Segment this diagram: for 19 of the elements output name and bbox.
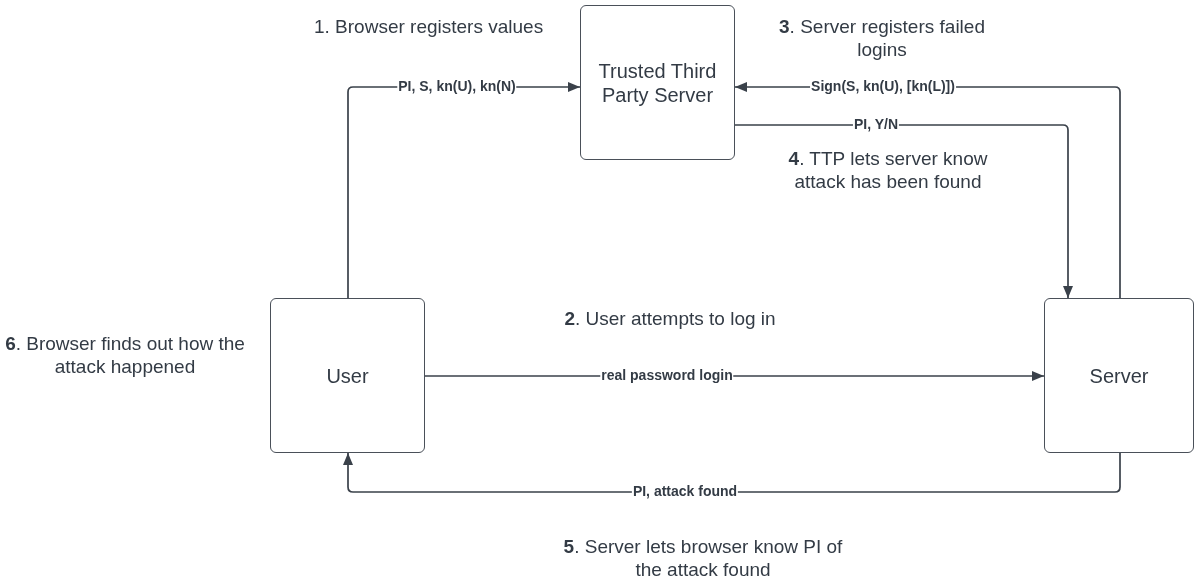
edge-label: PI, attack found	[631, 484, 739, 500]
step-note: 3. Server registers failed logins	[778, 15, 986, 62]
arrow	[734, 124, 1073, 299]
step-note: 5. Server lets browser know PI of the attack found	[562, 535, 844, 582]
node-label: User	[325, 363, 370, 388]
edge-label: real password login	[600, 368, 734, 384]
edge-label: PI, Y/N	[852, 117, 900, 133]
process-box	[580, 5, 735, 160]
step-note: 2. User attempts to log in	[563, 307, 777, 331]
step-note: 6. Browser finds out how the attack happened	[4, 332, 246, 379]
process-box	[270, 298, 425, 453]
node-label: Server	[1088, 363, 1150, 388]
edge-label: PI, S, kn(U), kn(N)	[397, 79, 517, 95]
step-note: 4. TTP lets server know attack has been found	[787, 147, 989, 194]
arrow	[424, 371, 1045, 381]
process-box	[1044, 298, 1194, 453]
step-note: 1. Browser registers values	[314, 15, 544, 39]
edge-label: Sign(S, kn(U), [kn(L)])	[810, 79, 956, 95]
node-label: Trusted Third Party Server	[597, 58, 718, 107]
